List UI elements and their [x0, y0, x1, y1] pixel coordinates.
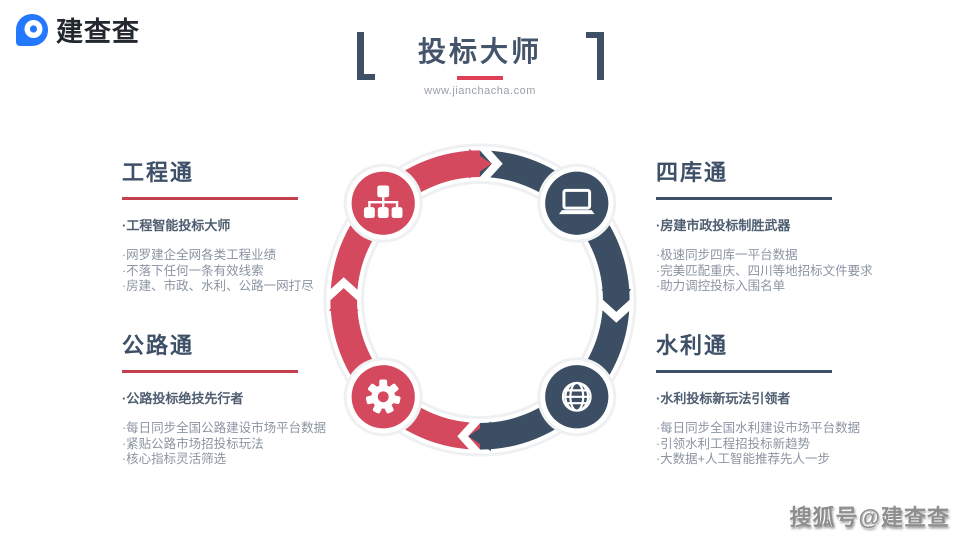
section-underline-decoration	[122, 197, 298, 200]
section-gongchengtong: 工程通 ·工程智能投标大师 ·网罗建企全网各类工程业绩 ·不落下任何一条有效线索…	[122, 155, 372, 295]
sitemap-icon	[363, 185, 403, 219]
laptop-icon	[559, 188, 595, 215]
list-item: ·大数据+人工智能推荐先人一步	[656, 452, 830, 466]
section-sikutong: 四库通 ·房建市政投标制胜武器 ·极速同步四库一平台数据 ·完美匹配重庆、四川等…	[656, 155, 906, 295]
arrow-bottom	[457, 420, 491, 452]
jianchacha-logo-icon	[16, 13, 48, 46]
arrow-top	[469, 148, 503, 180]
section-title: 公路通	[122, 333, 195, 358]
list-item: ·核心指标灵活筛选	[122, 452, 227, 466]
arrow-right	[600, 289, 632, 323]
section-title: 四库通	[656, 160, 729, 185]
logo-text: 建查查	[56, 17, 140, 47]
list-item: ·紧贴公路市场招投标玩法	[122, 436, 264, 451]
globe-icon	[561, 381, 592, 412]
node-water	[537, 357, 617, 437]
list-item: ·不落下任何一条有效线索	[122, 263, 264, 278]
list-item: ·引领水利工程招投标新趋势	[656, 436, 811, 451]
title-block: 投标大师 www.jianchacha.com	[380, 30, 580, 97]
gear-icon	[365, 379, 401, 414]
list-item: ·每日同步全国公路建设市场平台数据	[122, 421, 327, 435]
process-cycle-diagram	[323, 143, 637, 457]
section-title: 水利通	[656, 333, 729, 358]
right-bracket-decoration	[586, 32, 604, 80]
section-title: 工程通	[122, 160, 195, 185]
page-title: 投标大师	[417, 36, 542, 67]
list-item: ·网罗建企全网各类工程业绩	[122, 248, 277, 262]
node-siku	[537, 163, 617, 243]
section-lead: ·房建市政投标制胜武器	[656, 218, 791, 233]
section-underline-decoration	[656, 370, 832, 373]
section-lead: ·公路投标绝技先行者	[122, 391, 244, 406]
logo: 建查查	[14, 10, 140, 49]
section-gonglutong: 公路通 ·公路投标绝技先行者 ·每日同步全国公路建设市场平台数据 ·紧贴公路市场…	[122, 328, 372, 468]
list-item: ·极速同步四库一平台数据	[656, 248, 798, 262]
section-shuilitong: 水利通 ·水利投标新玩法引领者 ·每日同步全国水利建设市场平台数据 ·引领水利工…	[656, 328, 906, 468]
list-item: ·助力调控投标入围名单	[656, 279, 786, 293]
section-underline-decoration	[656, 197, 832, 200]
site-url: www.jianchacha.com	[424, 85, 536, 97]
list-item: ·完美匹配重庆、四川等地招标文件要求	[656, 263, 873, 278]
arrow-left	[328, 277, 360, 311]
section-lead: ·水利投标新玩法引领者	[656, 391, 791, 406]
list-item: ·房建、市政、水利、公路一网打尽	[122, 279, 314, 293]
node-engineering	[343, 163, 423, 243]
left-bracket-decoration	[357, 32, 375, 80]
list-item: ·每日同步全国水利建设市场平台数据	[656, 421, 861, 435]
section-lead: ·工程智能投标大师	[122, 218, 231, 233]
title-underline-decoration	[457, 76, 503, 80]
sohu-watermark: 搜狐号@建查查	[789, 505, 950, 530]
section-underline-decoration	[122, 370, 298, 373]
node-highway	[343, 357, 423, 437]
